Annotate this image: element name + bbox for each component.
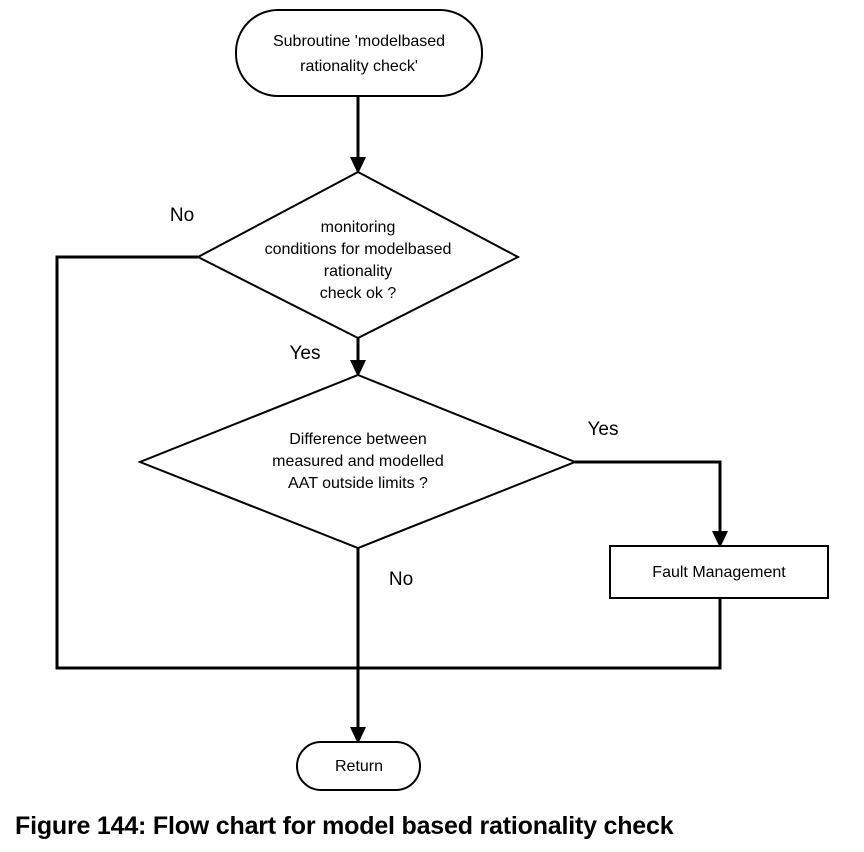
connector-line xyxy=(575,460,722,540)
terminator-shape xyxy=(235,9,483,97)
figure-caption: Figure 144: Flow chart for model based r… xyxy=(15,812,674,840)
arrow-head-icon xyxy=(712,531,728,548)
connector-monitoring-no xyxy=(55,255,358,670)
node-monitoring-line-1: monitoring xyxy=(321,219,396,236)
decision-shape xyxy=(195,170,521,340)
node-fault-management[interactable]: Fault Management xyxy=(609,545,829,599)
node-monitoring-line-3: rationality xyxy=(324,263,392,280)
process-shape xyxy=(609,545,829,599)
node-return[interactable]: Return xyxy=(296,741,421,791)
connector-difference-no xyxy=(350,548,366,744)
node-fault-management-label: Fault Management xyxy=(652,564,786,581)
node-return-label: Return xyxy=(335,758,383,775)
connector-start-to-monitoring xyxy=(350,96,366,174)
node-start-line-1: Subroutine 'modelbased xyxy=(273,33,445,50)
terminator-shape xyxy=(296,741,421,791)
arrow-head-icon xyxy=(350,727,366,744)
arrow-head-icon xyxy=(350,360,366,377)
node-monitoring-line-4: check ok ? xyxy=(320,285,397,302)
node-start-line-2: rationality check' xyxy=(300,58,418,75)
node-difference-line-1: Difference between xyxy=(289,431,427,448)
node-decision-monitoring[interactable]: monitoring conditions for modelbased rat… xyxy=(195,170,521,340)
node-monitoring-line-2: conditions for modelbased xyxy=(265,241,452,258)
arrow-head-icon xyxy=(350,157,366,174)
edge-label-difference-yes: Yes xyxy=(588,419,619,440)
decision-shape xyxy=(137,373,578,550)
edge-label-difference-no: No xyxy=(389,569,413,590)
connector-difference-yes xyxy=(575,460,728,548)
connector-line xyxy=(55,255,358,670)
node-difference-line-2: measured and modelled xyxy=(272,453,444,470)
connector-line xyxy=(358,598,722,670)
node-difference-line-3: AAT outside limits ? xyxy=(288,475,428,492)
connector-monitoring-yes xyxy=(350,338,366,377)
edge-label-monitoring-no: No xyxy=(170,205,194,226)
node-start-subroutine[interactable]: Subroutine 'modelbased rationality check… xyxy=(235,9,483,97)
connector-fault-to-rail xyxy=(358,598,722,670)
node-decision-difference[interactable]: Difference between measured and modelled… xyxy=(137,373,578,550)
edge-label-monitoring-yes: Yes xyxy=(290,343,321,364)
